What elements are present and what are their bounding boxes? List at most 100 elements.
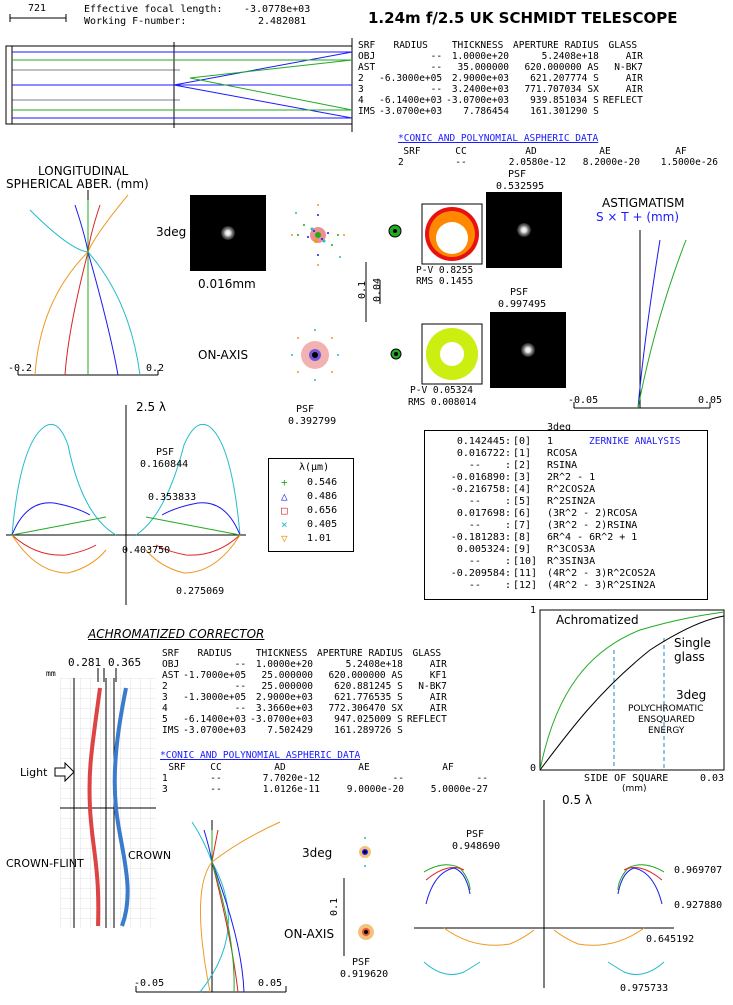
zernike-index: [4] xyxy=(513,484,532,495)
col-thickness: THICKNESS xyxy=(255,648,308,659)
table-cell: 7.502429 xyxy=(267,725,314,736)
col-ad: AD xyxy=(525,146,537,157)
spot-diagram-2-3deg xyxy=(359,837,371,867)
ee-desc-2: ENSQUARED xyxy=(638,715,695,725)
table-cell: REFLECT xyxy=(602,95,643,106)
spot-2-psf-label: PSF xyxy=(352,957,371,968)
zernike-term: (4R^2 - 3)R^2SIN2A xyxy=(547,580,656,591)
psf-mid-label: PSF xyxy=(510,287,529,298)
col-af: AF xyxy=(442,762,454,773)
table-cell: OBJ xyxy=(162,659,180,670)
zernike-index: [9] xyxy=(513,544,532,555)
ray-fan-value-1: 0.353833 xyxy=(148,492,197,503)
table-cell: 25.000000 xyxy=(261,681,314,692)
ray-fan-scale-1: 2.5 λ xyxy=(136,400,166,414)
table-cell: 4 xyxy=(162,703,168,714)
zernike-index: [5] xyxy=(513,496,532,507)
table-cell: 35.000000 xyxy=(457,62,510,73)
long-sph-title-1: LONGITUDINAL xyxy=(38,164,129,178)
corrector-plate-drawing xyxy=(60,668,156,928)
wavelength-legend: λ(μm) +0.546△0.486□0.656×0.405▽1.01 xyxy=(268,458,354,552)
thickness-d2: 0.365 xyxy=(108,656,142,669)
optical-layout-diagram xyxy=(5,38,353,132)
long-sph-title-2: SPHERICAL ABER. (mm) xyxy=(6,177,149,191)
zernike-term: RSINA xyxy=(547,460,578,471)
table-cell: 5.0000e-27 xyxy=(430,784,488,795)
col-aperture: APERTURE RADIUS xyxy=(513,40,599,51)
table-cell: IMS xyxy=(162,725,180,736)
table-cell: -6.3000e+05 xyxy=(379,73,443,84)
table-cell: 7.786454 xyxy=(463,106,510,117)
ray-fan-2-psf-value: 0.948690 xyxy=(452,841,501,852)
table-cell: -- xyxy=(430,84,443,95)
table-cell: KF1 xyxy=(429,670,447,681)
scale-bar-icon xyxy=(9,14,67,22)
table-cell: 5.2408e+18 xyxy=(541,51,599,62)
table-cell: -- xyxy=(210,773,222,784)
zernike-coefficient: 0.005324: xyxy=(456,544,511,555)
table-cell: 7.7020e-12 xyxy=(262,773,320,784)
psf-mid-value: 0.997495 xyxy=(498,299,547,310)
table-cell: 2.0580e-12 xyxy=(508,157,566,168)
col-radius: RADIUS xyxy=(393,40,428,51)
scale-bar-label: 721 xyxy=(27,3,47,14)
table-cell: 161.301290 S xyxy=(530,106,599,117)
ee-xlabel: SIDE OF SQUARE xyxy=(584,773,669,784)
airy-disk-icon-3deg xyxy=(388,224,402,238)
astig-legend: S × T + (mm) xyxy=(596,210,680,224)
wavefront-map-3deg xyxy=(421,203,483,265)
wavefront-pv-onaxis: P-V 0.05324 xyxy=(410,385,473,396)
long-sph-2-xmin: -0.05 xyxy=(134,978,165,989)
legend-symbol-icon: ▽ xyxy=(281,532,288,545)
zernike-term: 2R^2 - 1 xyxy=(547,472,596,483)
long-sph-xmin: -0.2 xyxy=(8,363,33,374)
zernike-index: [1] xyxy=(513,448,532,459)
zernike-coefficient: -0.209584: xyxy=(450,568,511,579)
page-title: 1.24m f/2.5 UK SCHMIDT TELESCOPE xyxy=(368,9,678,27)
spot-2-field-onaxis: ON-AXIS xyxy=(284,927,335,941)
corrector-title: ACHROMATIZED CORRECTOR xyxy=(88,627,265,641)
psf-bottom-value: 0.392799 xyxy=(288,416,337,427)
table-cell: 1.0126e-11 xyxy=(262,784,320,795)
table-cell: 1 xyxy=(162,773,168,784)
col-srf: SRF xyxy=(403,146,421,157)
spot-scale-bars xyxy=(365,262,381,322)
table-cell: 621.776535 S xyxy=(334,692,403,703)
ray-fan-2-value-4: 0.975733 xyxy=(620,983,669,994)
col-srf: SRF xyxy=(162,648,180,659)
table-cell: 2.9000e+03 xyxy=(451,73,510,84)
zernike-term: (3R^2 - 2)RCOSA xyxy=(547,508,638,519)
ee-xmax: 0.03 xyxy=(700,773,725,784)
zernike-index: [7] xyxy=(513,520,532,531)
legend-wavelength: 0.405 xyxy=(307,519,338,530)
psf-top-value: 0.532595 xyxy=(496,181,545,192)
lens-data-table: SRF RADIUS THICKNESS APERTURE RADIUS GLA… xyxy=(356,40,645,117)
legend-wavelength: 0.656 xyxy=(307,505,338,516)
legend-symbol-icon: △ xyxy=(281,490,288,503)
spot-field-3deg: 3deg xyxy=(156,225,187,239)
table-cell: -3.0700e+03 xyxy=(446,95,510,106)
ray-fan-psf-label: PSF xyxy=(156,447,175,458)
longitudinal-spherical-plot xyxy=(17,190,159,376)
table-cell: 947.025009 S xyxy=(334,714,403,725)
wavefront-pv-3deg: P-V 0.8255 xyxy=(416,265,474,276)
ee-ymax: 1 xyxy=(530,605,537,616)
ee-desc-1: POLYCHROMATIC xyxy=(628,704,704,714)
table-cell: 3.2400e+03 xyxy=(451,84,510,95)
spot-field-onaxis: ON-AXIS xyxy=(198,348,249,362)
col-thickness: THICKNESS xyxy=(451,40,504,51)
zernike-coefficient: 0.017698: xyxy=(456,508,511,519)
zernike-term: R^2COS2A xyxy=(547,484,596,495)
zernike-coefficient: -- : xyxy=(468,520,511,531)
zernike-index: [0] xyxy=(513,436,532,447)
zernike-index: [8] xyxy=(513,532,532,543)
col-ae: AE xyxy=(358,762,370,773)
col-glass: GLASS xyxy=(412,648,442,659)
col-cc: CC xyxy=(210,762,222,773)
